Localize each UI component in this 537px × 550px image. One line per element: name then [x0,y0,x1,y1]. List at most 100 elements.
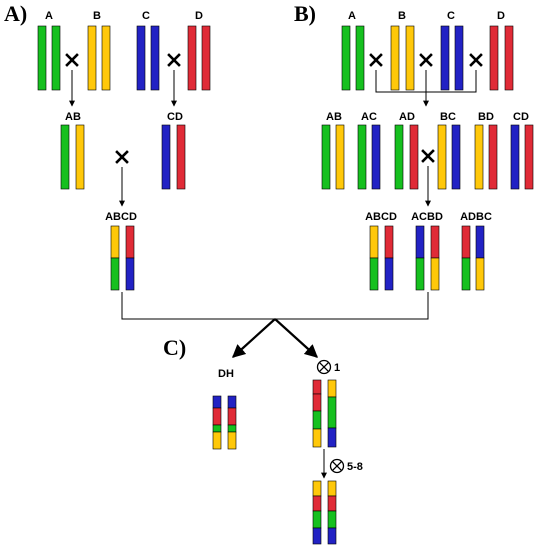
chromosome-blue [136,25,146,91]
cross-symbol [115,150,129,164]
parent-label-b: B [93,10,101,22]
chromosome-green [341,25,351,91]
cross-symbol [421,149,435,163]
parent-label-c: C [142,10,150,22]
chromosome-red [488,124,498,190]
chromosome-green [394,124,404,190]
panel-a-label: A) [4,1,27,26]
f1-bc-chromosomes [437,124,461,190]
f1-label-ab: AB [65,111,81,123]
chromosome-blue [454,25,464,91]
selfed-plant-chromosomes [312,379,337,448]
panel-a: A B C D AB CD [37,10,211,291]
chromosome-red [409,124,419,190]
chromosome-red [176,124,186,190]
selfing-icon [316,359,332,375]
selfing-generation-label: 5-8 [347,461,363,473]
cross-symbol [65,53,79,67]
f1-label-cd: CD [513,111,529,123]
double-cross-label-abcd: ABCD [105,211,137,223]
chromosome-segment-blue [125,257,135,291]
chromosome-blue [161,124,171,190]
panel-b: A B C D AB AC [321,10,534,291]
parent-label-b: B [398,10,406,22]
panel-b-label: B) [294,1,316,26]
parent-c-chromosomes [136,25,160,91]
chromosome-green [355,25,365,91]
chromosome-green [37,25,47,91]
chromosome-blue [150,25,160,91]
f1-ab-chromosomes [321,124,345,190]
f1-cd-chromosomes [510,124,534,190]
chromosome-yellow [405,25,415,91]
chromosome-blue [510,124,520,190]
cross-symbol [419,53,433,67]
f1-ad-chromosomes [394,124,419,190]
chromosome-yellow [474,124,484,190]
f1-label-ac: AC [361,111,377,123]
double-cross-acbd-chromosomes [415,225,440,291]
f1-label-ad: AD [399,111,415,123]
chromosome-segment-green [110,257,120,291]
cross-symbol [469,53,483,67]
f1-bd-chromosomes [474,124,498,190]
parent-label-d: D [497,10,505,22]
parent-d-chromosomes [489,25,514,91]
parent-a-chromosomes [341,25,365,91]
f1-ac-chromosomes [357,124,381,190]
chromosome-red [187,25,197,91]
double-cross-adbc-chromosomes [461,225,485,291]
parent-b-chromosomes [390,25,415,91]
inbred-line-chromosomes [312,480,337,545]
dh-chromosomes [212,395,237,450]
double-cross-label-adbc: ADBC [460,211,492,223]
panel-c: DH 1 [212,359,363,545]
parent-label-c: C [447,10,455,22]
parent-b-chromosomes [87,25,111,91]
f1-cd-chromosomes [161,124,186,190]
f1-ab-chromosomes [60,124,85,190]
chromosome-red [201,25,211,91]
chromosome-yellow [87,25,97,91]
chromosome-green [321,124,331,190]
double-cross-abcd-chromosomes [369,225,394,291]
chromosome-green [60,124,70,190]
arrow-to-dh [232,318,276,358]
chromosome-yellow [101,25,111,91]
chromosome-red [489,25,499,91]
chromosome-green [357,124,367,190]
selfing-icon [329,458,345,474]
double-cross-label-acbd: ACBD [411,211,443,223]
chromosome-blue [371,124,381,190]
f1-label-cd: CD [167,111,183,123]
chromosome-yellow [390,25,400,91]
chromosome-red [504,25,514,91]
chromosome-red [524,124,534,190]
parent-label-a: A [45,10,53,22]
chromosome-segment-red [125,225,135,259]
parent-a-chromosomes [37,25,61,91]
double-cross-abcd-chromosomes [110,225,135,291]
chromosome-green [51,25,61,91]
f1-label-ab: AB [326,111,342,123]
chromosome-yellow [335,124,345,190]
chromosome-blue [451,124,461,190]
selfing-generation-label: 1 [334,362,340,374]
panel-c-label: C) [163,335,186,360]
arrow-to-selfing [274,318,318,358]
chromosome-segment-yellow [110,225,120,259]
parent-label-d: D [195,10,203,22]
chromosome-yellow [75,124,85,190]
dh-label: DH [218,368,234,380]
double-cross-label-abcd: ABCD [365,211,397,223]
cross-symbol [369,53,383,67]
f1-label-bd: BD [478,111,494,123]
chromosome-yellow [437,124,447,190]
parent-c-chromosomes [440,25,464,91]
cross-symbol [167,53,181,67]
f1-label-bc: BC [440,111,456,123]
chromosome-blue [440,25,450,91]
parent-d-chromosomes [187,25,211,91]
parent-label-a: A [348,10,356,22]
